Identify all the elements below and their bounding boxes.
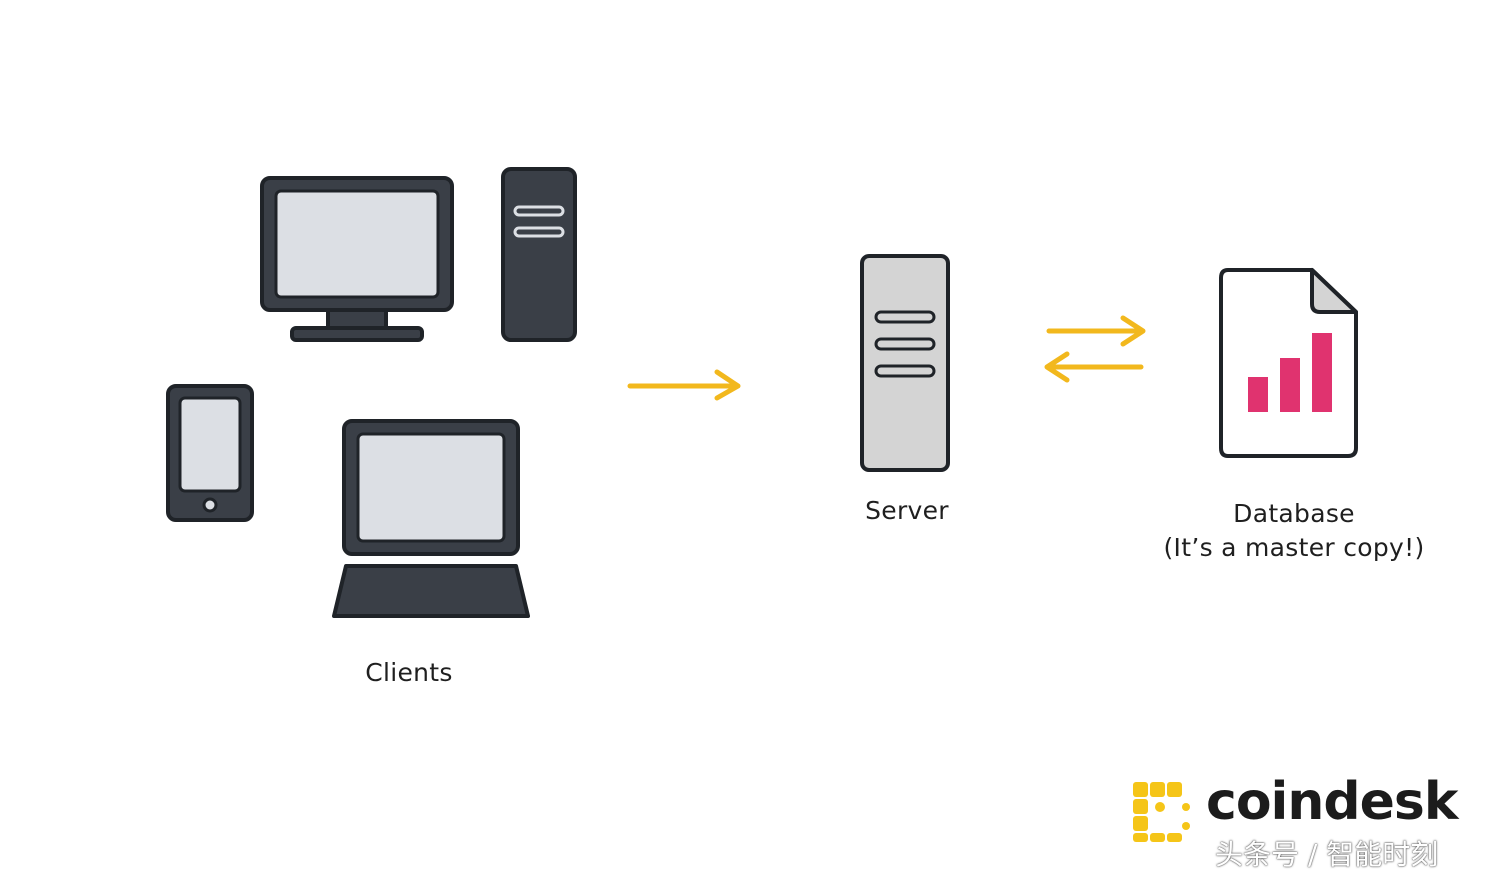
arrow-right-icon bbox=[627, 369, 741, 401]
arrow-left-icon bbox=[1044, 351, 1144, 383]
database-subtitle: (It’s a master copy!) bbox=[1163, 533, 1425, 562]
chart-bar bbox=[1280, 358, 1300, 412]
tablet-icon bbox=[166, 384, 254, 522]
server-icon bbox=[860, 254, 950, 472]
chart-bar bbox=[1312, 333, 1332, 412]
desktop-monitor-icon bbox=[260, 176, 454, 342]
arrow-right-icon bbox=[1046, 315, 1146, 347]
coindesk-wordmark: coindesk bbox=[1206, 772, 1458, 832]
pc-tower-icon bbox=[501, 167, 577, 342]
chart-bar bbox=[1248, 377, 1268, 412]
coindesk-logo-icon bbox=[1133, 782, 1190, 842]
watermark-text: 头条号 / 智能时刻 bbox=[1215, 838, 1439, 871]
database-title: Database bbox=[1233, 499, 1355, 528]
laptop-icon bbox=[332, 419, 530, 618]
database-document-icon bbox=[1219, 268, 1358, 458]
clients-label: Clients bbox=[365, 658, 453, 687]
server-label: Server bbox=[865, 496, 949, 525]
database-label: Database (It’s a master copy!) bbox=[1144, 497, 1444, 565]
